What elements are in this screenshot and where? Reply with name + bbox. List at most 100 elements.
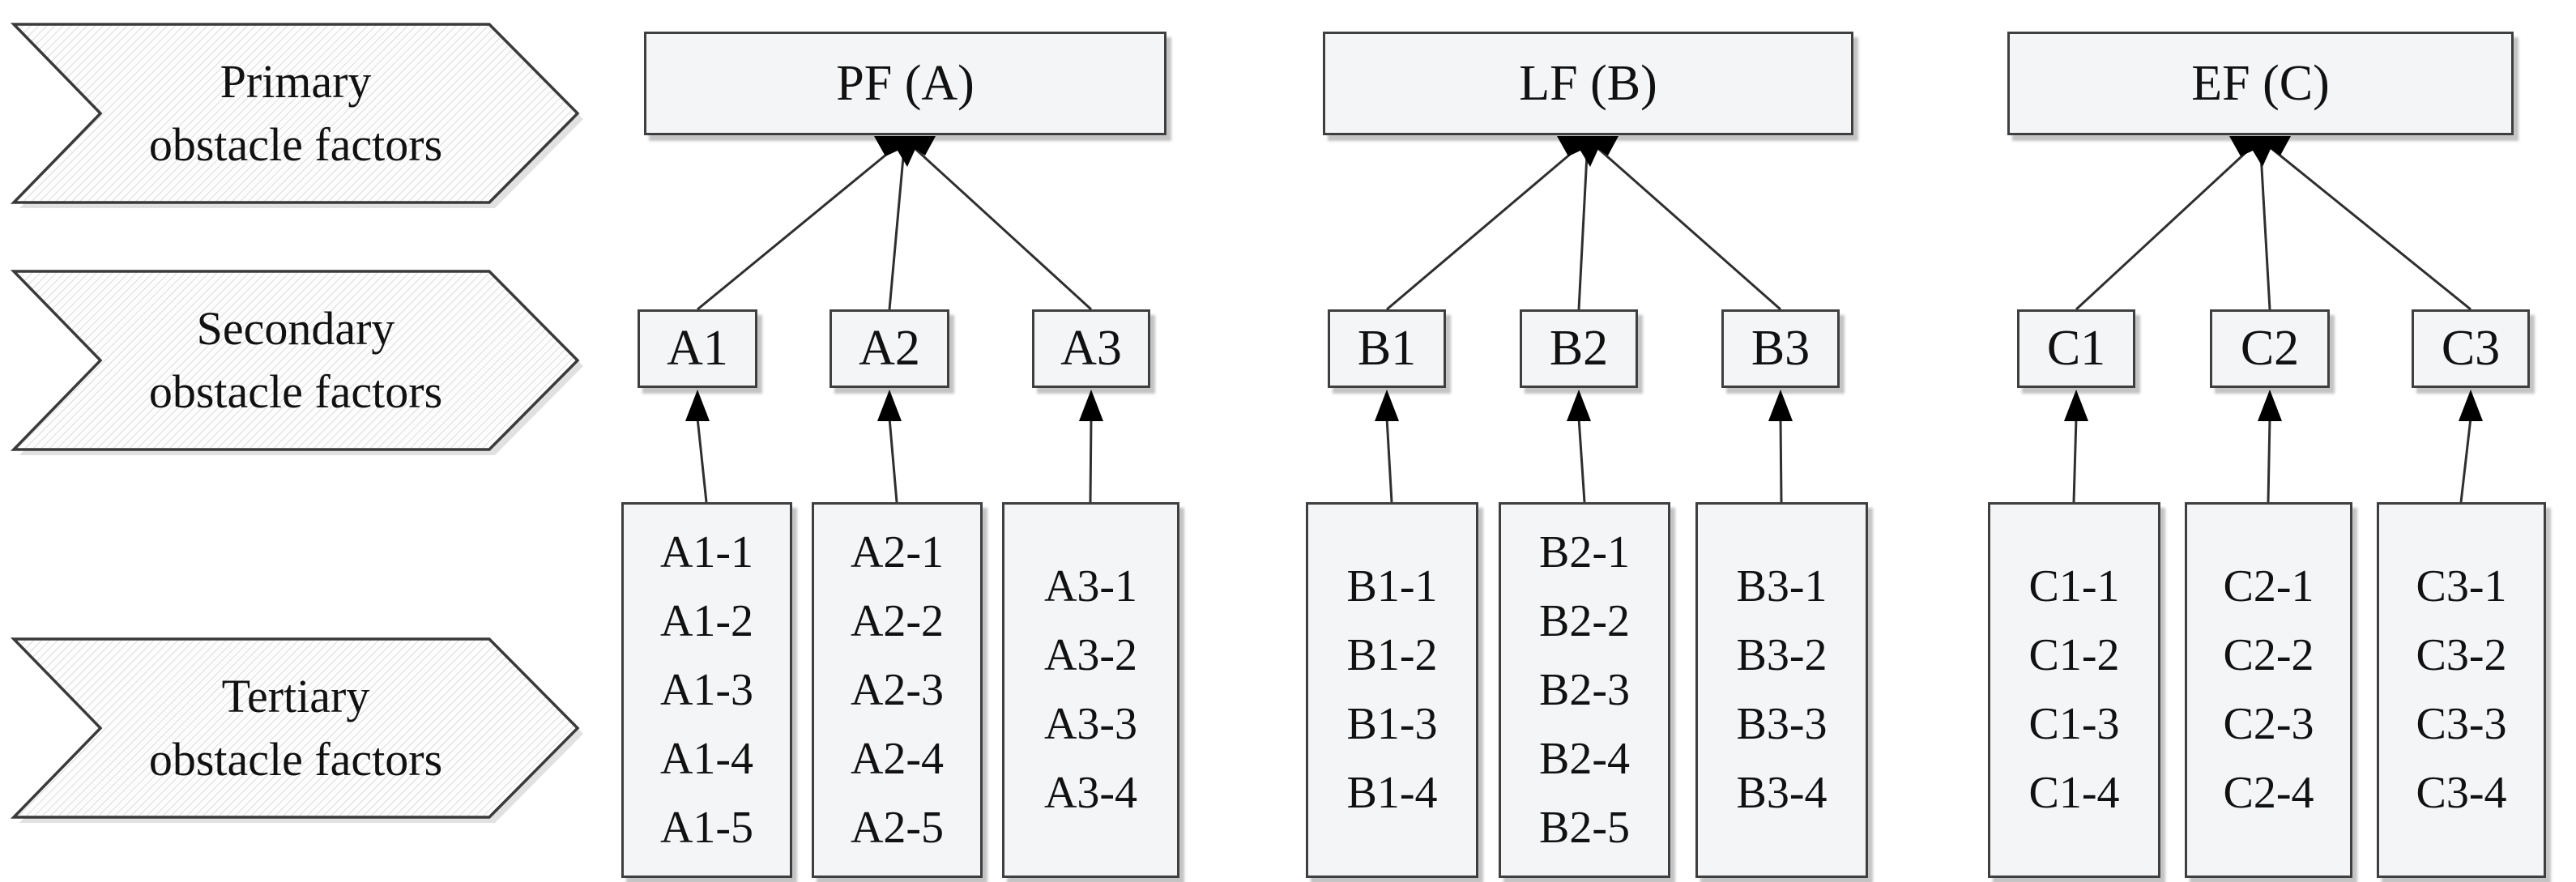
connector-b3-to-lfb	[1587, 138, 1781, 311]
secondary-box-b2: B2	[1520, 309, 1638, 388]
arrowhead-cluster-pfa	[874, 136, 936, 167]
tertiary-item: C3-4	[2416, 768, 2507, 818]
connector-a1-to-pfa	[697, 138, 906, 311]
banner-line: Tertiary	[221, 670, 370, 722]
secondary-box-c3: C3	[2412, 309, 2530, 388]
secondary-box-label: C2	[2240, 321, 2300, 376]
arrowhead-a3	[1079, 390, 1103, 421]
tertiary-item: C2-1	[2223, 561, 2314, 611]
secondary-box-b3: B3	[1721, 309, 1840, 388]
secondary-box-a3: A3	[1032, 309, 1150, 388]
banner-line: Primary	[220, 55, 372, 108]
tertiary-item: A3-2	[1043, 630, 1138, 680]
tertiary-item: C1-2	[2028, 630, 2120, 680]
tertiary-item: A2-3	[850, 664, 945, 715]
connector-b1-to-lfb	[1386, 138, 1589, 311]
tertiary-column-b2: B2-1 B2-2 B2-3 B2-4 B2-5	[1499, 502, 1670, 878]
secondary-box-c2: C2	[2210, 309, 2330, 388]
tertiary-item: B3-3	[1736, 699, 1828, 749]
tertiary-item: B2-5	[1539, 802, 1630, 853]
secondary-box-label: A2	[859, 321, 920, 376]
tertiary-item: A1-2	[659, 595, 754, 646]
primary-box-pf-a: PF (A)	[644, 32, 1166, 135]
connector-a2-to-pfa	[888, 138, 906, 310]
secondary-box-label: A1	[667, 321, 728, 376]
secondary-box-c1: C1	[2017, 309, 2135, 388]
tertiary-item: A1-1	[659, 526, 754, 577]
tertiary-item: B1-3	[1346, 699, 1438, 749]
tertiary-item: B3-1	[1736, 561, 1828, 611]
tertiary-item: A2-2	[850, 595, 945, 646]
tertiary-column-b1: B1-1 B1-2 B1-3 B1-4	[1306, 502, 1478, 878]
banner-tertiary-obstacle-factors: Tertiary obstacle factors	[14, 639, 578, 817]
tertiary-column-c3: C3-1 C3-2 C3-3 C3-4	[2377, 502, 2546, 878]
banner-line: obstacle factors	[148, 118, 443, 171]
connector-c1-to-efc	[2075, 138, 2262, 311]
tertiary-column-a3: A3-1 A3-2 A3-3 A3-4	[1002, 502, 1179, 878]
tertiary-item: B2-4	[1539, 733, 1630, 784]
tertiary-item: A3-1	[1043, 561, 1138, 611]
connector-col-a1	[696, 417, 708, 503]
tertiary-item: B3-2	[1736, 630, 1828, 680]
connector-col-b2	[1577, 417, 1586, 503]
tertiary-item: C3-3	[2416, 699, 2507, 749]
banner-line: obstacle factors	[148, 733, 443, 786]
primary-box-label: EF (C)	[2191, 55, 2330, 111]
arrowhead-c3	[2459, 390, 2483, 421]
banner-line: Secondary	[196, 302, 395, 355]
tertiary-item: C2-3	[2223, 699, 2314, 749]
connectors-group-a	[697, 138, 1093, 311]
secondary-box-label: B1	[1357, 321, 1417, 376]
arrowhead-c1	[2064, 390, 2088, 421]
arrowhead-cluster-lfb	[1557, 136, 1619, 167]
primary-box-label: LF (B)	[1519, 55, 1657, 111]
tertiary-item: A1-4	[659, 733, 754, 784]
tertiary-item: C3-2	[2416, 630, 2507, 680]
connectors-group-b	[1386, 138, 1781, 311]
tertiary-item: B2-1	[1539, 526, 1630, 577]
tertiary-item: B2-2	[1539, 595, 1630, 646]
secondary-box-b1: B1	[1328, 309, 1446, 388]
connector-c3-to-efc	[2259, 138, 2472, 311]
connector-a3-to-pfa	[903, 138, 1093, 311]
primary-box-label: PF (A)	[836, 55, 975, 111]
secondary-box-a1: A1	[638, 309, 757, 388]
tertiary-column-c1: C1-1 C1-2 C1-3 C1-4	[1988, 502, 2160, 878]
connector-col-c1	[2072, 417, 2078, 503]
tertiary-item: B1-1	[1346, 561, 1438, 611]
tertiary-item: A1-3	[659, 664, 754, 715]
tertiary-connectors	[696, 417, 2472, 503]
connector-col-a2	[888, 417, 898, 503]
tertiary-item: A2-5	[850, 802, 945, 853]
tertiary-item: A1-5	[659, 802, 754, 853]
arrowhead-a1	[685, 390, 710, 421]
connector-c2-to-efc	[2258, 138, 2271, 310]
arrowhead-b2	[1567, 390, 1591, 421]
connector-col-c3	[2459, 417, 2472, 503]
primary-box-lf-b: LF (B)	[1323, 32, 1853, 135]
tertiary-item: C2-2	[2223, 630, 2314, 680]
arrowhead-c2	[2258, 390, 2282, 421]
secondary-box-label: C1	[2046, 321, 2106, 376]
tertiary-item: C1-4	[2028, 768, 2120, 818]
secondary-box-label: B2	[1549, 321, 1609, 376]
secondary-box-label: C3	[2441, 321, 2501, 376]
tertiary-item: A3-3	[1043, 699, 1138, 749]
tertiary-item: A2-1	[850, 526, 945, 577]
primary-box-ef-c: EF (C)	[2007, 32, 2514, 135]
tertiary-item: B3-4	[1736, 768, 1828, 818]
banner-secondary-obstacle-factors: Secondary obstacle factors	[14, 271, 578, 450]
connector-col-b1	[1385, 417, 1393, 503]
tertiary-column-b3: B3-1 B3-2 B3-3 B3-4	[1695, 502, 1868, 878]
arrowhead-cluster-efc	[2229, 136, 2291, 167]
connectors-group-c	[2075, 138, 2472, 311]
tertiary-arrowheads	[685, 390, 2483, 421]
tertiary-item: A3-4	[1043, 768, 1138, 818]
secondary-box-label: A3	[1060, 321, 1122, 376]
tertiary-item: B1-4	[1346, 768, 1438, 818]
arrowhead-b3	[1768, 390, 1793, 421]
arrowhead-a2	[877, 390, 902, 421]
connector-col-a3	[1089, 417, 1093, 503]
tertiary-item: B2-3	[1539, 664, 1630, 715]
